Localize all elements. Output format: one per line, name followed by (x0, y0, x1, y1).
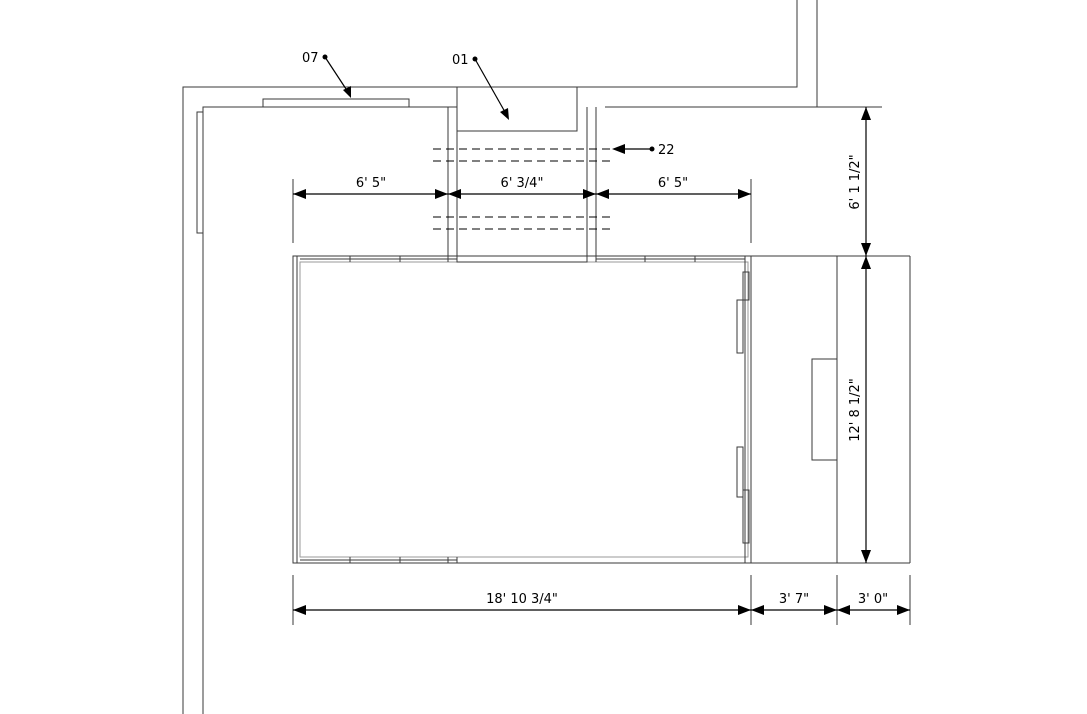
dimension-line-right (861, 107, 871, 563)
callout-07: 07 (302, 51, 351, 98)
dimension-line-bottom (293, 605, 910, 615)
main-room (292, 255, 752, 564)
dashed-lines (433, 148, 612, 230)
dim-label-right-lower: 12' 8 1/2" (848, 378, 863, 442)
callout-22: 22 (612, 143, 675, 158)
dim-label-top-left: 6' 5" (356, 176, 386, 191)
side-rooms (605, 255, 911, 564)
left-wall-window (196, 111, 204, 234)
callout-label-07: 07 (302, 51, 319, 66)
dim-label-right-upper: 6' 1 1/2" (848, 154, 863, 209)
dim-label-top-mid: 6' 3/4" (501, 176, 544, 191)
dim-label-bottom-right: 3' 0" (858, 592, 888, 607)
callout-label-01: 01 (452, 53, 469, 68)
dim-label-bottom-total: 18' 10 3/4" (486, 592, 558, 607)
dim-label-top-right: 6' 5" (658, 176, 688, 191)
dimension-line-top (293, 189, 751, 199)
callout-01: 01 (452, 53, 509, 120)
passage-walls (447, 107, 597, 262)
element-07-shape (262, 98, 410, 108)
dim-label-bottom-mid: 3' 7" (779, 592, 809, 607)
callout-label-22: 22 (658, 143, 675, 158)
element-01-shape (456, 86, 578, 132)
